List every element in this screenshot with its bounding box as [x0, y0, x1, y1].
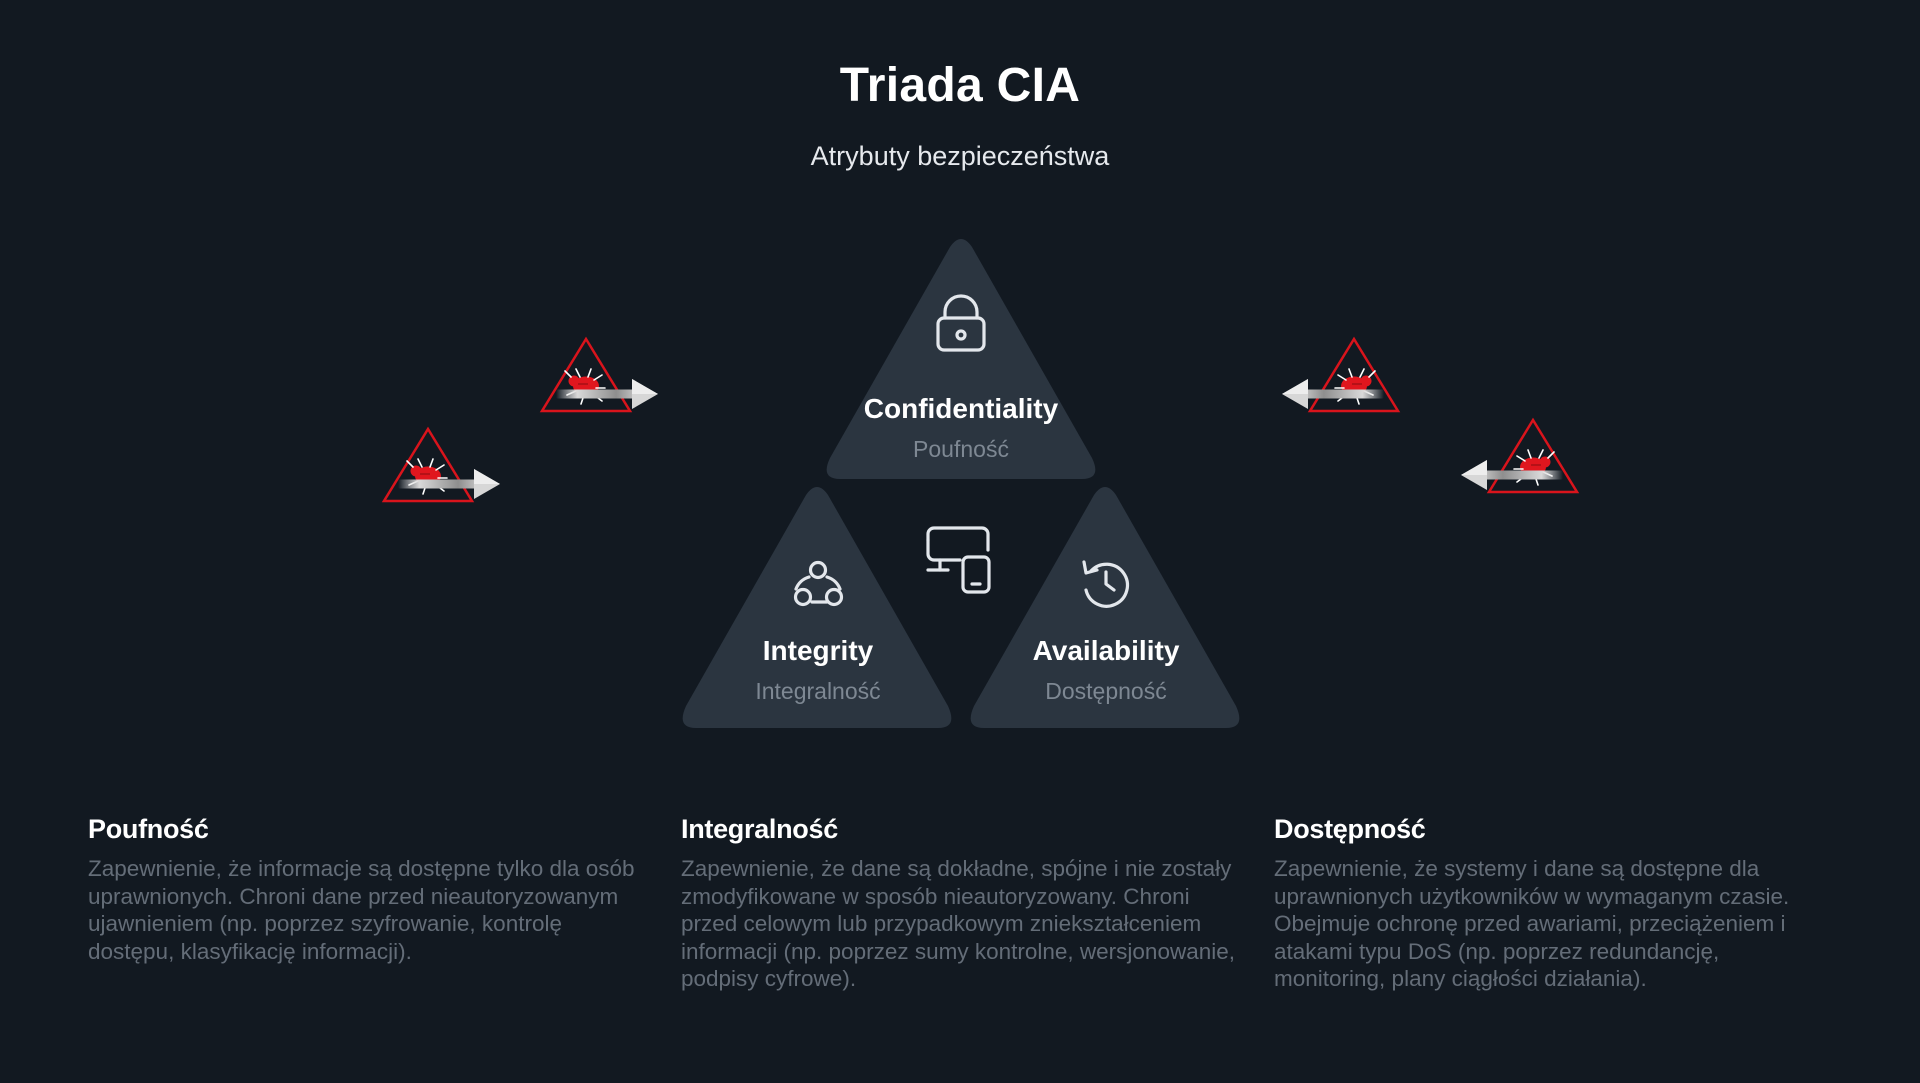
- confidentiality-triangle: [826, 239, 1096, 479]
- integrity-sublabel: Integralność: [755, 678, 880, 704]
- devices-icon: [926, 526, 991, 594]
- page-title: Triada CIA: [839, 59, 1081, 112]
- bug-warning-icon: [1459, 418, 1579, 494]
- description-text: Zapewnienie, że dane są dokładne, spójne…: [681, 856, 1235, 991]
- history-icon: [1082, 560, 1129, 608]
- description-text: Zapewnienie, że systemy i dane są dostęp…: [1274, 856, 1790, 991]
- description-integrity: Integralność Zapewnienie, że dane są dok…: [681, 814, 1241, 993]
- confidentiality-sublabel: Poufność: [913, 436, 1009, 462]
- share-nodes-icon: [793, 560, 844, 607]
- integrity-label: Integrity: [763, 635, 874, 666]
- description-availability: Dostępność Zapewnienie, że systemy i dan…: [1274, 814, 1834, 993]
- description-title: Dostępność: [1274, 814, 1426, 844]
- description-text: Zapewnienie, że informacje są dostępne t…: [88, 856, 635, 964]
- integrity-triangle: [682, 487, 952, 728]
- bug-warning-icon: [382, 427, 502, 503]
- bug-warning-icon: [540, 337, 660, 413]
- page-subtitle: Atrybuty bezpieczeństwa: [810, 141, 1110, 171]
- confidentiality-label: Confidentiality: [864, 393, 1059, 424]
- availability-sublabel: Dostępność: [1045, 678, 1166, 704]
- bug-warning-icon: [1280, 337, 1400, 413]
- description-confidentiality: Poufność Zapewnienie, że informacje są d…: [88, 814, 648, 965]
- description-title: Integralność: [681, 814, 838, 844]
- description-title: Poufność: [88, 814, 209, 844]
- availability-label: Availability: [1033, 635, 1180, 666]
- lock-icon: [936, 294, 986, 352]
